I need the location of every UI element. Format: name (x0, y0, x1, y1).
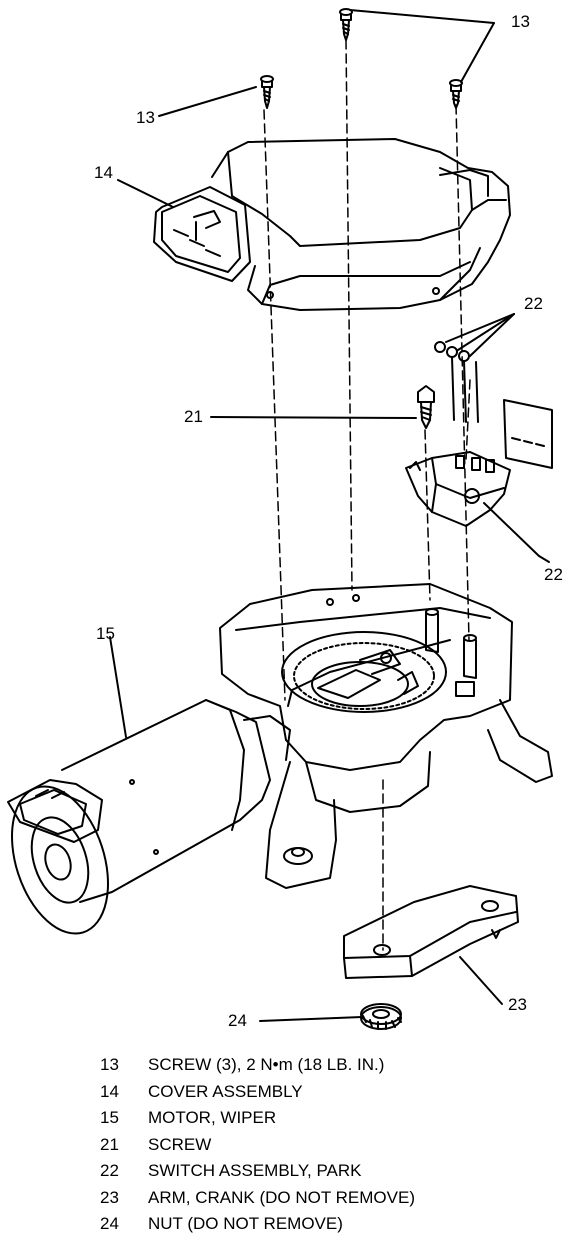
legend-row: 22 SWITCH ASSEMBLY, PARK (100, 1158, 570, 1185)
screw-13-right (449, 79, 463, 109)
leader-lines (109, 9, 550, 1022)
legend-description: SWITCH ASSEMBLY, PARK (148, 1161, 362, 1180)
legend-description: MOTOR, WIPER (148, 1108, 277, 1127)
callout-14: 14 (94, 163, 113, 182)
legend-number: 13 (100, 1055, 119, 1074)
legend-number: 15 (100, 1108, 119, 1127)
legend-row: 21 SCREW (100, 1132, 570, 1159)
legend-row: 13 SCREW (3), 2 N•m (18 LB. IN.) (100, 1052, 570, 1079)
legend-description: NUT (DO NOT REMOVE) (148, 1214, 343, 1233)
cover-assembly (153, 138, 511, 311)
legend-row: 14 COVER ASSEMBLY (100, 1079, 570, 1106)
screw-13-left (260, 75, 274, 109)
legend-number: 24 (100, 1214, 119, 1233)
legend-description: ARM, CRANK (DO NOT REMOVE) (148, 1187, 415, 1207)
callout-13-top: 13 (511, 12, 530, 31)
parts-legend: 13 SCREW (3), 2 N•m (18 LB. IN.) 14 COVE… (100, 1052, 570, 1238)
crank-arm (343, 885, 519, 979)
park-switch-assembly (405, 341, 553, 527)
callout-23: 23 (508, 995, 527, 1014)
callout-24: 24 (228, 1011, 247, 1030)
screw-13-top (339, 8, 353, 41)
callout-15: 15 (96, 624, 115, 643)
legend-row: 23 ARM, CRANK (DO NOT REMOVE) (100, 1185, 570, 1212)
legend-row: 24 NUT (DO NOT REMOVE) (100, 1211, 570, 1238)
callout-22-bottom: 22 (544, 565, 563, 584)
legend-description: SCREW (148, 1134, 212, 1154)
legend-number: 21 (100, 1134, 119, 1154)
legend-description: SCREW (3), 2 N•m (18 LB. IN.) (148, 1055, 385, 1074)
screw-21 (417, 385, 435, 429)
callout-22-top: 22 (524, 294, 543, 313)
legend-row: 15 MOTOR, WIPER (100, 1105, 570, 1132)
legend-number: 14 (100, 1081, 119, 1101)
exploded-parts-diagram (7, 8, 553, 1030)
alignment-lines (263, 39, 471, 951)
callout-21: 21 (184, 407, 203, 426)
legend-number: 23 (100, 1187, 119, 1207)
nut (360, 1003, 402, 1030)
callout-13-left: 13 (136, 108, 155, 127)
legend-number: 22 (100, 1161, 119, 1180)
legend-description: COVER ASSEMBLY (148, 1081, 303, 1101)
wiper-motor (7, 583, 553, 935)
